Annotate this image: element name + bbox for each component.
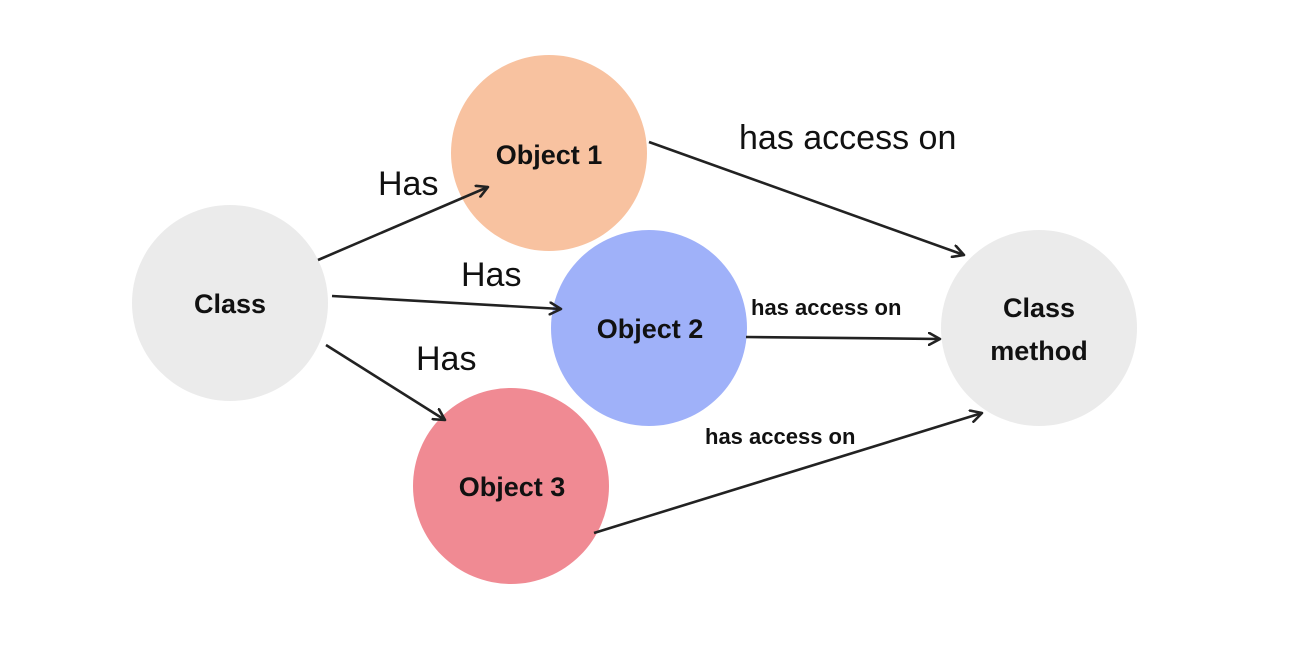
class-node (132, 205, 328, 401)
object2-node-label: Object 2 (597, 314, 704, 344)
edge-label-object1-method: has access on (739, 119, 956, 157)
edge-label-class-object3: Has (416, 340, 476, 378)
class-method-label-line2: method (990, 336, 1088, 366)
object3-node-label: Object 3 (459, 472, 566, 502)
edge-object3-to-method (593, 413, 982, 535)
edge-class-to-object1 (317, 187, 488, 262)
edge-label-class-object2: Has (461, 256, 521, 294)
edge-class-to-object3 (325, 343, 445, 420)
object1-node (451, 55, 647, 251)
edge-label-object2-method: has access on (751, 295, 901, 320)
edge-label-object3-method: has access on (705, 424, 855, 449)
object1-node-label: Object 1 (496, 140, 603, 170)
edge-label-class-object1: Has (378, 165, 438, 203)
class-method-label-line1: Class (1003, 293, 1075, 323)
edge-object1-to-method (648, 140, 964, 255)
object3-node (413, 388, 609, 584)
class-method-node (941, 230, 1137, 426)
edge-object2-to-method (745, 337, 940, 339)
edge-class-to-object2 (331, 294, 561, 309)
class-node-label: Class (194, 289, 266, 319)
object2-node (551, 230, 747, 426)
